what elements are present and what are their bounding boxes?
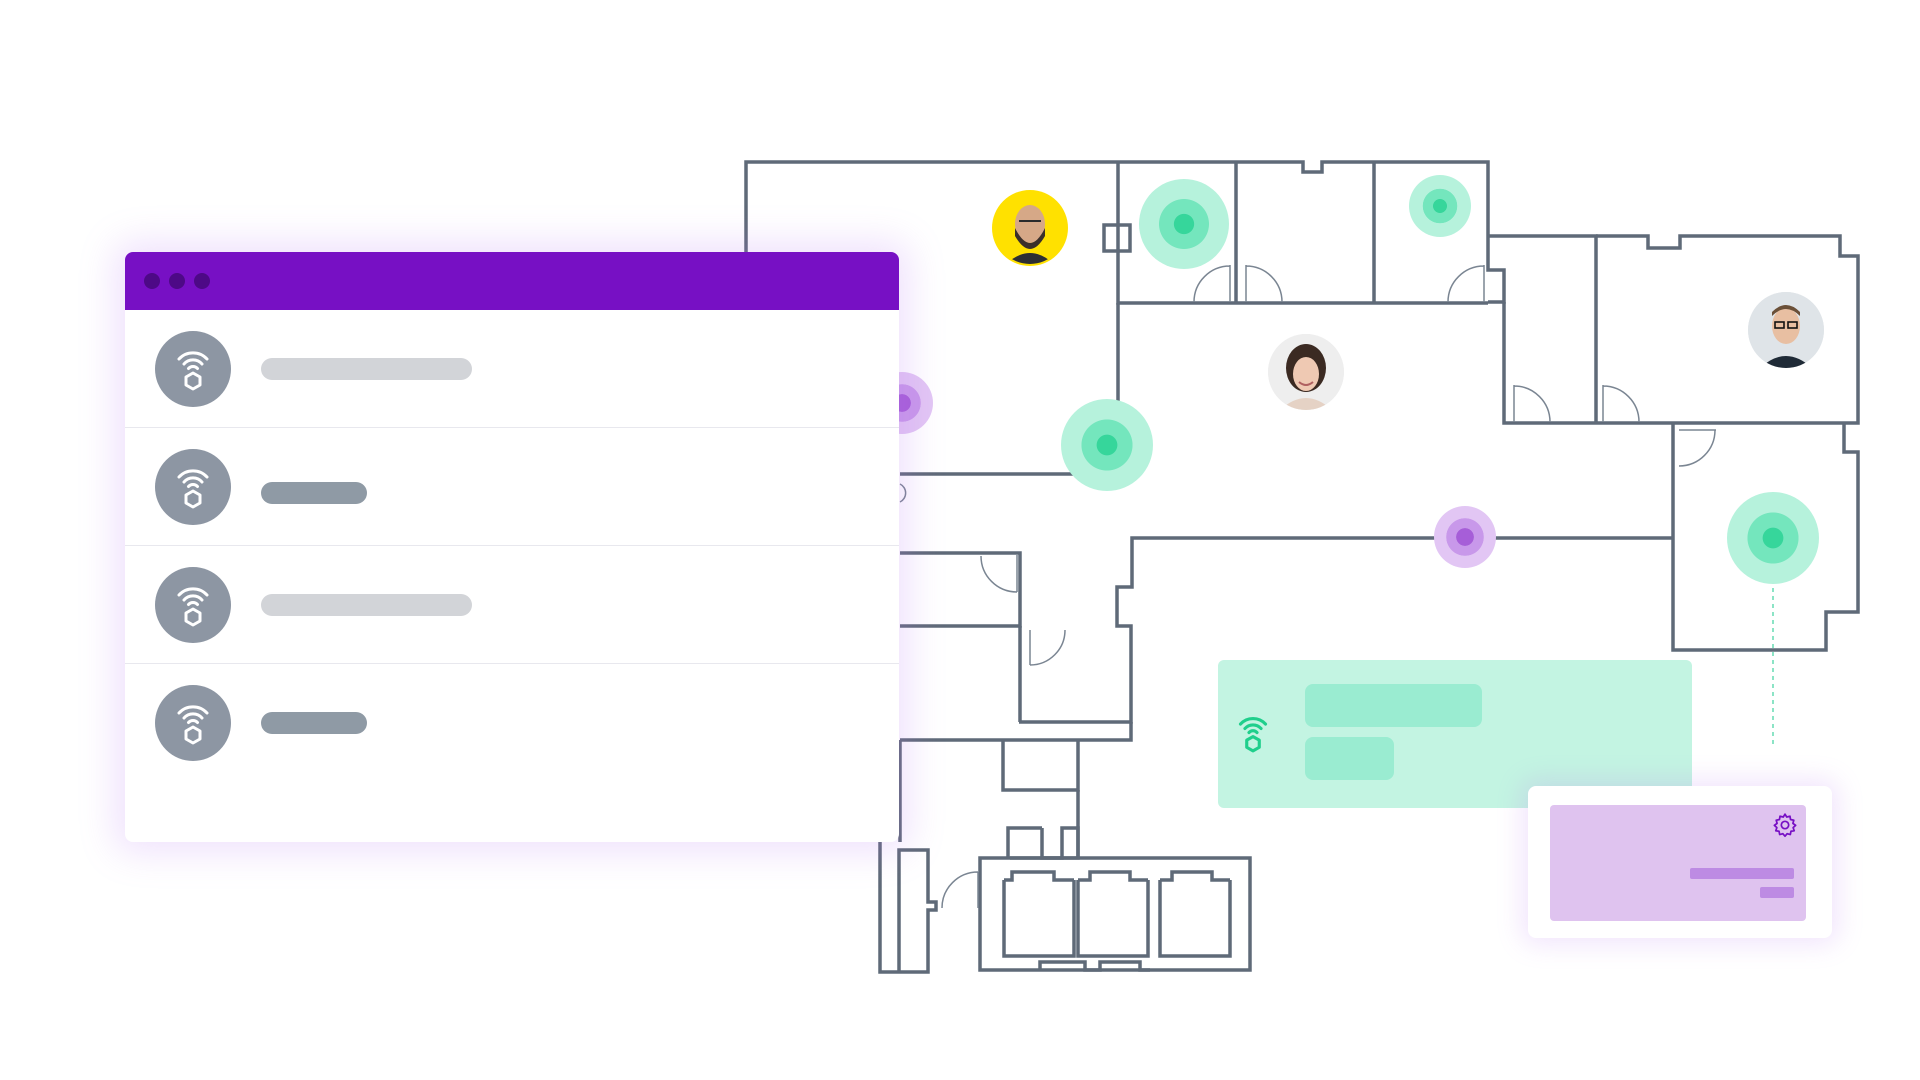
- window-titlebar: [125, 252, 899, 310]
- settings-card[interactable]: [1528, 786, 1832, 938]
- wireless-beacon-icon: [155, 330, 231, 407]
- person-avatar-3[interactable]: [1746, 290, 1826, 372]
- settings-line-placeholder: [1760, 887, 1794, 898]
- list-item-label-placeholder: [261, 593, 472, 616]
- beacons-green: [1061, 175, 1819, 584]
- beacon-info-card[interactable]: [1218, 660, 1692, 808]
- floor-plan-doors: [899, 265, 1716, 909]
- device-list: [125, 310, 899, 782]
- list-item-label-placeholder: [261, 481, 367, 504]
- floor-plan-walls: [744, 160, 1860, 974]
- info-card-value-placeholder: [1305, 737, 1394, 780]
- wireless-beacon-icon: [155, 566, 231, 643]
- info-card-title-placeholder: [1305, 684, 1482, 727]
- list-item-label-placeholder: [261, 357, 472, 380]
- device-list-window: [125, 252, 899, 842]
- person-avatar-1[interactable]: [990, 190, 1070, 270]
- wireless-beacon-icon: [1236, 712, 1270, 759]
- gear-icon[interactable]: [1772, 812, 1798, 843]
- list-item-label-placeholder: [261, 712, 367, 734]
- person-avatar-2[interactable]: [1266, 332, 1346, 414]
- window-maximize-dot[interactable]: [194, 273, 210, 289]
- list-item[interactable]: [125, 310, 899, 428]
- list-item[interactable]: [125, 428, 899, 546]
- window-minimize-dot[interactable]: [169, 273, 185, 289]
- list-item[interactable]: [125, 546, 899, 664]
- wireless-beacon-icon: [155, 448, 231, 525]
- wireless-beacon-icon: [155, 685, 231, 761]
- list-item[interactable]: [125, 664, 899, 782]
- settings-line-placeholder: [1690, 868, 1794, 879]
- window-close-dot[interactable]: [144, 273, 160, 289]
- settings-card-panel: [1550, 805, 1806, 921]
